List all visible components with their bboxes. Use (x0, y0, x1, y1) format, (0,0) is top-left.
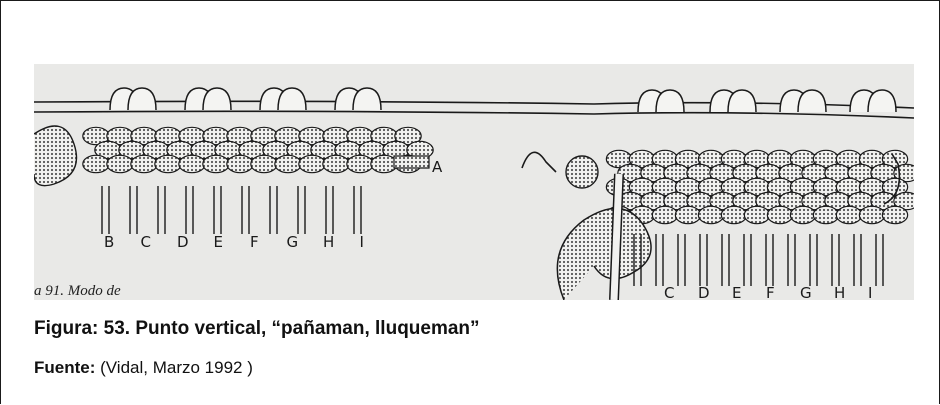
cord-label-a: A (432, 158, 443, 176)
cord-label: C (664, 284, 674, 300)
cord-label: I (868, 284, 872, 300)
wrap-cord-left (34, 126, 77, 186)
holding-cord-left-2 (34, 111, 594, 114)
vertical-cord-inner (614, 174, 619, 300)
mounting-loop (728, 90, 756, 112)
knot-oval (698, 206, 723, 223)
knot-oval (675, 206, 700, 223)
knot-oval (323, 155, 349, 172)
cord-label: D (177, 233, 189, 251)
cord-label: G (800, 284, 812, 300)
hook-cord (522, 152, 556, 172)
mounting-loop (353, 88, 381, 110)
figure-source: Fuente: (Vidal, Marzo 1992 ) (34, 358, 253, 378)
cord-label: G (287, 233, 299, 251)
knot-oval (744, 206, 769, 223)
knot-oval (131, 155, 157, 172)
cord-label: E (214, 233, 223, 251)
cord-a (394, 156, 429, 168)
knot-oval (813, 206, 838, 223)
mounting-loop (656, 90, 684, 112)
knot-oval (790, 206, 815, 223)
mounting-loop (798, 90, 826, 112)
knot-oval (203, 155, 229, 172)
figure-caption: Figura: 53. Punto vertical, “pañaman, ll… (34, 318, 480, 340)
cord-label: H (834, 284, 845, 300)
knot-oval (107, 155, 133, 172)
source-text: (Vidal, Marzo 1992 ) (95, 358, 252, 377)
inset-note: a 91. Modo de (34, 283, 121, 299)
cord-label: B (104, 233, 114, 251)
knot-oval (859, 206, 884, 223)
mounting-loop (868, 90, 896, 112)
holding-cord-right-2 (594, 113, 914, 118)
knot-oval (767, 206, 792, 223)
knot-oval (371, 155, 397, 172)
knot-oval (155, 155, 181, 172)
knot-oval (251, 155, 277, 172)
mounting-loop (203, 88, 231, 110)
cord-label: C (141, 233, 151, 251)
knot-oval (83, 155, 109, 172)
coiled-cord (557, 208, 651, 300)
cord-label: F (766, 284, 775, 300)
mounting-loop (278, 88, 306, 110)
cord-label: D (698, 284, 710, 300)
knot-ball (566, 156, 598, 188)
source-label: Fuente: (34, 358, 95, 377)
knot-oval (882, 206, 907, 223)
cord-label: E (732, 284, 741, 300)
knot-oval (275, 155, 301, 172)
knot-oval (227, 155, 253, 172)
knot-illustration: B C D E F G H I C D E F G H I a 91. Modo de A (34, 64, 914, 300)
knot-diagram-svg: B C D E F G H I C D E F G H I a 91. Modo de A (34, 64, 914, 300)
cord-label: I (360, 233, 364, 251)
knot-oval (721, 206, 746, 223)
knot-oval (299, 155, 325, 172)
knot-oval (836, 206, 861, 223)
mounting-loop (128, 88, 156, 110)
knot-oval (347, 155, 373, 172)
cord-label: F (250, 233, 259, 251)
cord-label: H (323, 233, 334, 251)
knot-oval (179, 155, 205, 172)
knot-oval (652, 206, 677, 223)
